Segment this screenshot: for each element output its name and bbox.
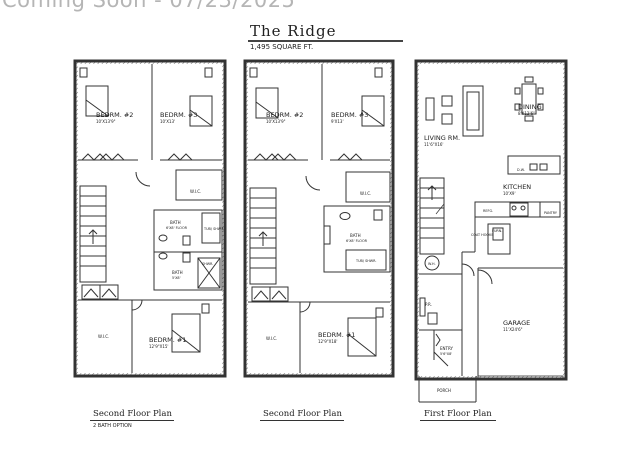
powder-room-label: P.R.: [425, 302, 432, 307]
dishwasher-label: D.W.: [517, 168, 525, 172]
two-bath-option-caption: 2 BATH OPTION: [93, 423, 132, 429]
toilet-icon: [182, 235, 191, 246]
bedroom2-label-a: BEDRM. #2: [96, 111, 133, 119]
bedroom2-dims-a: 10'X13'9": [96, 119, 116, 124]
bedroom3-label-a: BEDRM. #3: [160, 111, 197, 119]
garage-label: GARAGE: [503, 319, 530, 327]
second-floor-plan-b: [243, 59, 395, 378]
bedroom1-dims-a: 12'9"X15': [149, 344, 169, 349]
first-floor-caption: First Floor Plan: [424, 409, 492, 419]
second-floor-plan-a: [73, 59, 227, 378]
second-floor-a-caption: Second Floor Plan: [93, 409, 172, 419]
bed-icon: [171, 313, 201, 353]
kitchen-counter: [474, 201, 561, 218]
wic-upper-label-b: W.I.C.: [360, 191, 371, 196]
staircase: [79, 185, 107, 283]
caption-underline: [90, 420, 174, 421]
tub-label-b: TUB/ SHWR.: [355, 259, 376, 263]
bed-icon: [85, 85, 109, 117]
refrigerator-label: REFG.: [483, 209, 493, 213]
bed-icon: [189, 95, 213, 127]
sink-icon: [158, 234, 168, 242]
living-room-label: LIVING RM.: [424, 134, 460, 142]
pantry-label: PANTRY: [544, 211, 558, 215]
staircase: [419, 177, 445, 255]
walk-in-closet-upper: [175, 169, 223, 201]
coat-hooks-label: COAT HOOKS: [471, 233, 493, 237]
title-underline: [248, 40, 403, 42]
toilet-icon: [182, 252, 191, 263]
bed-icon: [347, 317, 377, 357]
bedroom1-label-b: BEDRM. #1: [318, 331, 355, 339]
wic-lower-label-a: W.I.C.: [98, 334, 109, 339]
wic-lower-label-b: W.I.C.: [266, 336, 277, 341]
bath-block: [153, 209, 223, 291]
water-heater-label: W.H.: [428, 262, 436, 266]
coming-soon-watermark: Coming Soon - 07/23/2025: [2, 0, 296, 12]
kitchen-label: KITCHEN: [503, 183, 531, 191]
bath-upper-dims-a: 6'X8' FLOOR: [166, 226, 188, 230]
square-footage: 1,495 SQUARE FT.: [250, 43, 314, 51]
toilet-icon: [427, 312, 438, 325]
bedroom2-dims-b: 10'X13'9": [266, 119, 286, 124]
bath-lower-dims-a: 5'X8': [172, 276, 181, 280]
bedroom1-label-a: BEDRM. #1: [149, 336, 186, 344]
bedroom2-label-b: BEDRM. #2: [266, 111, 303, 119]
bath-upper-label-a: BATH: [170, 220, 181, 225]
garage-dims: 11'X24'6": [503, 327, 523, 332]
dining-label: DINING: [518, 103, 542, 111]
kitchen-dims: 10'X9': [503, 191, 516, 196]
caption-underline: [420, 420, 496, 421]
water-heater: [424, 255, 440, 271]
bath-label-b: BATH: [350, 233, 361, 238]
shower-label-a: SHWR.: [202, 262, 213, 266]
second-floor-b-caption: Second Floor Plan: [263, 409, 342, 419]
bed-icon: [255, 87, 279, 119]
entry-label: ENTRY: [440, 346, 453, 351]
porch-label: PORCH: [437, 388, 451, 393]
plan-title: The Ridge: [250, 22, 337, 40]
sink-icon: [339, 212, 351, 220]
wic-upper-label-a: W.I.C.: [190, 189, 201, 194]
toilet-icon: [373, 209, 383, 221]
tub-label-a: TUB/ SHWR.: [203, 227, 224, 231]
bed-icon: [361, 95, 385, 127]
sofa-icon: [462, 85, 484, 137]
tub: [345, 249, 387, 271]
sink-icon: [158, 252, 168, 260]
staircase: [249, 187, 277, 285]
bedroom3-dims-a: 10'X13': [160, 119, 175, 124]
bedroom3-dims-b: 9'X13': [331, 119, 344, 124]
furnace-label: FURN.: [492, 229, 502, 233]
caption-underline: [260, 420, 344, 421]
walk-in-closet-upper: [345, 171, 391, 203]
dining-table-icon: [521, 83, 537, 115]
entry-dims: 5'6"X8': [440, 352, 452, 356]
bath-dims-b: 6'X8' FLOOR: [346, 239, 368, 243]
tub: [201, 212, 221, 244]
furnace-closet: [487, 223, 511, 255]
first-floor-plan: [414, 59, 568, 403]
living-room-dims: 11'6"X16': [424, 142, 444, 147]
dining-dims: 8'X12'6": [518, 111, 535, 116]
shower-stall: [197, 257, 221, 289]
kitchen-island: [507, 155, 561, 175]
bedroom3-label-b: BEDRM. #3: [331, 111, 368, 119]
bath-lower-label-a: BATH: [172, 270, 183, 275]
bedroom1-dims-b: 12'9"X18': [318, 339, 338, 344]
